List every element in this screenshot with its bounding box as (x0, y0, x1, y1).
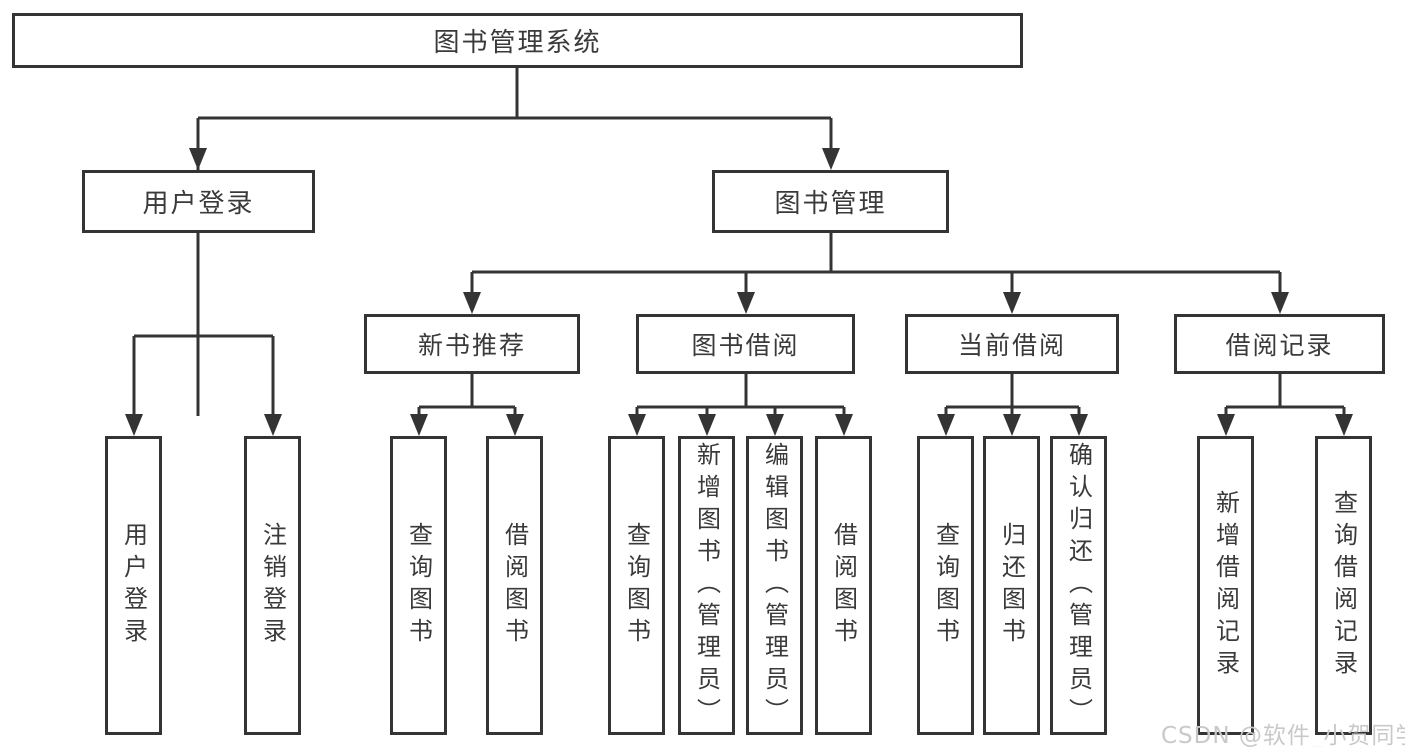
node-new-book-recommend-label: 新书推荐 (417, 331, 526, 360)
leaf-confirm-return-admin-label: 确认归还（管理员） (1064, 441, 1093, 730)
leaf-user-login-label: 用户登录 (119, 521, 148, 650)
leaf-borrow-books-1: 借阅图书 (486, 436, 543, 735)
node-new-book-recommend: 新书推荐 (364, 314, 580, 374)
leaf-query-books-1: 查询图书 (390, 436, 447, 735)
leaf-borrow-books-2-label: 借阅图书 (829, 521, 858, 650)
connector-borrow-records-children (1224, 374, 1346, 416)
connector-user-login-children (132, 233, 275, 416)
node-user-login-label: 用户登录 (142, 189, 255, 219)
node-book-management: 图书管理 (712, 170, 949, 233)
leaf-query-borrow-record: 查询借阅记录 (1315, 436, 1372, 735)
node-root-label: 图书管理系统 (433, 28, 602, 58)
connector-root-to-level2 (196, 68, 833, 416)
leaf-borrow-books-2: 借阅图书 (815, 436, 872, 735)
leaf-confirm-return-admin: 确认归还（管理员） (1050, 436, 1107, 735)
leaf-query-books-3-label: 查询图书 (931, 521, 960, 650)
node-current-borrow: 当前借阅 (905, 314, 1119, 374)
connector-book-borrow-children (635, 374, 846, 416)
leaf-logout: 注销登录 (244, 436, 301, 735)
leaf-query-books-2-label: 查询图书 (622, 521, 651, 650)
node-book-borrow-label: 图书借阅 (691, 331, 800, 360)
leaf-borrow-books-1-label: 借阅图书 (500, 521, 529, 650)
node-borrow-records-label: 借阅记录 (1225, 331, 1334, 360)
leaf-query-books-3: 查询图书 (917, 436, 974, 735)
connector-new-book-children (417, 374, 517, 416)
leaf-add-borrow-record: 新增借阅记录 (1197, 436, 1254, 735)
node-current-borrow-label: 当前借阅 (957, 331, 1066, 360)
leaf-logout-label: 注销登录 (258, 521, 287, 650)
leaf-user-login: 用户登录 (105, 436, 162, 735)
leaf-add-borrow-record-label: 新增借阅记录 (1211, 489, 1240, 682)
connector-current-borrow-children (944, 374, 1081, 416)
leaf-query-borrow-record-label: 查询借阅记录 (1329, 489, 1358, 682)
leaf-return-books: 归还图书 (983, 436, 1040, 735)
node-user-login: 用户登录 (82, 170, 315, 233)
leaf-query-books-1-label: 查询图书 (404, 521, 433, 650)
leaf-add-books-admin: 新增图书（管理员） (678, 436, 735, 735)
connector-book-management-children (470, 233, 1282, 294)
leaf-add-books-admin-label: 新增图书（管理员） (692, 441, 721, 730)
node-root: 图书管理系统 (12, 13, 1023, 68)
node-book-borrow: 图书借阅 (636, 314, 855, 374)
leaf-query-books-2: 查询图书 (608, 436, 665, 735)
leaf-edit-books-admin-label: 编辑图书（管理员） (760, 441, 789, 730)
arrowheads (125, 148, 1353, 436)
csdn-watermark: CSDN @软件_小贺同学 (1161, 723, 1405, 747)
node-book-management-label: 图书管理 (774, 189, 887, 219)
node-borrow-records: 借阅记录 (1174, 314, 1385, 374)
leaf-edit-books-admin: 编辑图书（管理员） (746, 436, 803, 735)
leaf-return-books-label: 归还图书 (997, 521, 1026, 650)
